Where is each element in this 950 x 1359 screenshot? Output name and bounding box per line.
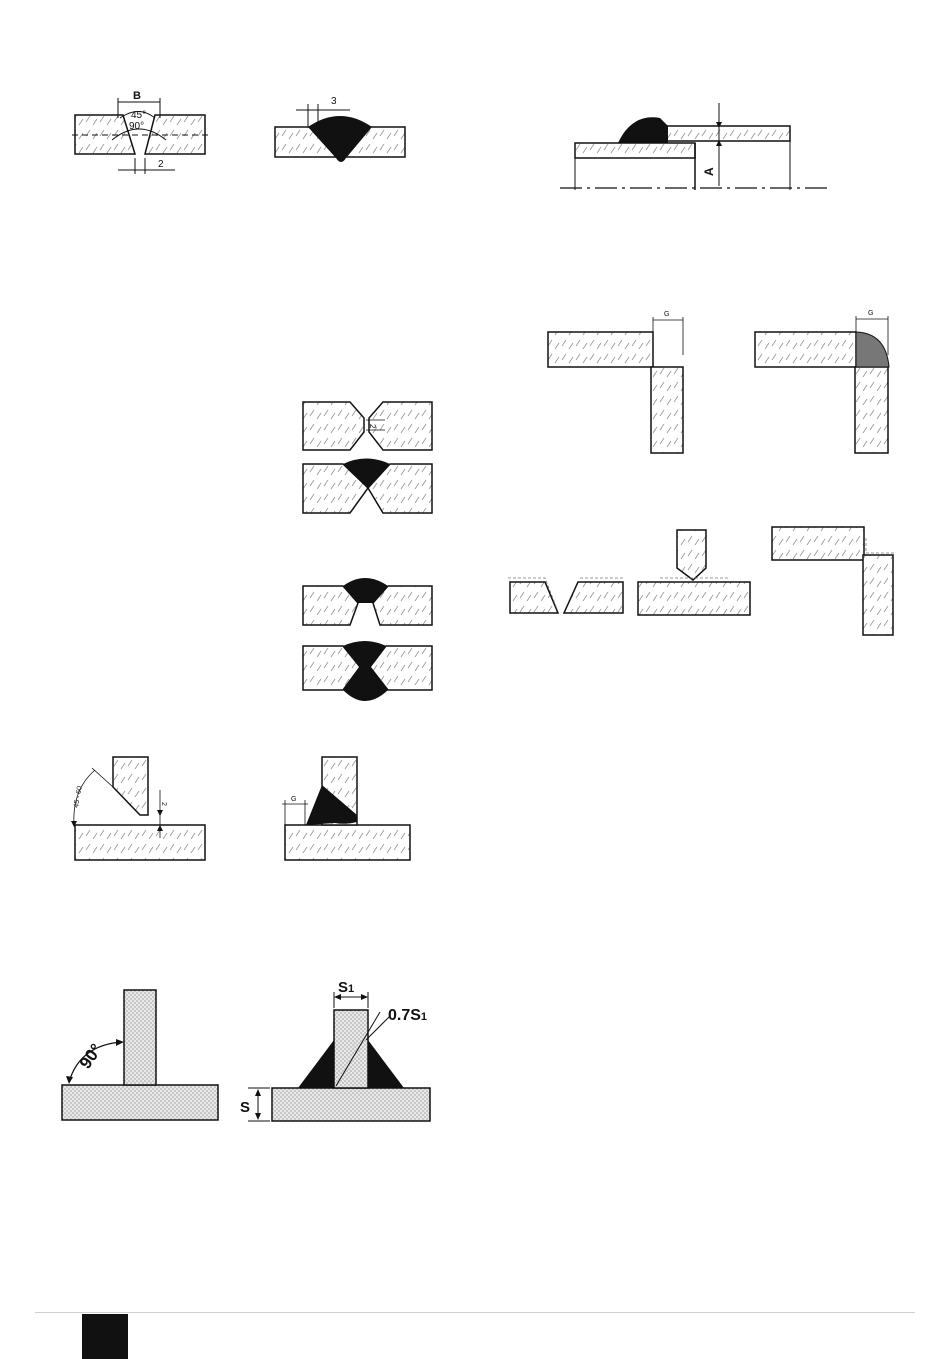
fig1-label-gap: 2 (158, 159, 164, 170)
fig13-label-s: S (240, 1099, 250, 1116)
fig13-label-fraction: 0.7S1 (388, 1007, 427, 1024)
fig1-label-90: 90° (129, 121, 144, 132)
fig1-label-b: B (133, 90, 141, 102)
page-number-tab (82, 1314, 128, 1359)
fig-corner-square (772, 527, 896, 635)
fig10-label-angle: 45 - 60 (73, 786, 84, 809)
fig-double-v-complete (303, 641, 432, 701)
fig-pipe-lap-joint: A (560, 103, 830, 190)
footer-divider (35, 1312, 915, 1313)
fig-t-joint-90: 90° (62, 990, 218, 1120)
fig-corner-weld: G (755, 310, 889, 453)
fig-double-v-prep: 2 (303, 402, 432, 450)
fig-t-joint-fillet: S1 0.7S1 S (240, 979, 430, 1121)
fig-corner-prep: G (548, 311, 683, 453)
fig-t-prep-square (638, 530, 750, 615)
fig-double-v-root-pass (303, 459, 432, 514)
fig11-label-g: G (291, 796, 296, 803)
fig2-label-dim: 3 (331, 96, 337, 107)
fig10-label-gap: 2 (160, 802, 167, 806)
fig1-label-45: 45° (131, 110, 146, 121)
fig-v-groove-weld: 3 (275, 96, 405, 162)
fig6-label-gap: 2 (368, 424, 377, 429)
fig-t-bevel-weld: G (282, 757, 410, 860)
fig-double-v-one-side (303, 578, 432, 625)
fig-v-groove-prep: B 45° 90° 2 (72, 90, 210, 174)
fig13-label-s1: S1 (338, 979, 354, 996)
fig12-label-angle: 90° (76, 1040, 106, 1072)
fig3-label-a: A (702, 167, 716, 176)
fig-v-prep-open (508, 578, 625, 613)
fig5-label-g: G (868, 310, 873, 317)
fig-t-bevel-prep: 45 - 60 2 (71, 757, 205, 860)
fig4-label-g: G (664, 311, 669, 318)
